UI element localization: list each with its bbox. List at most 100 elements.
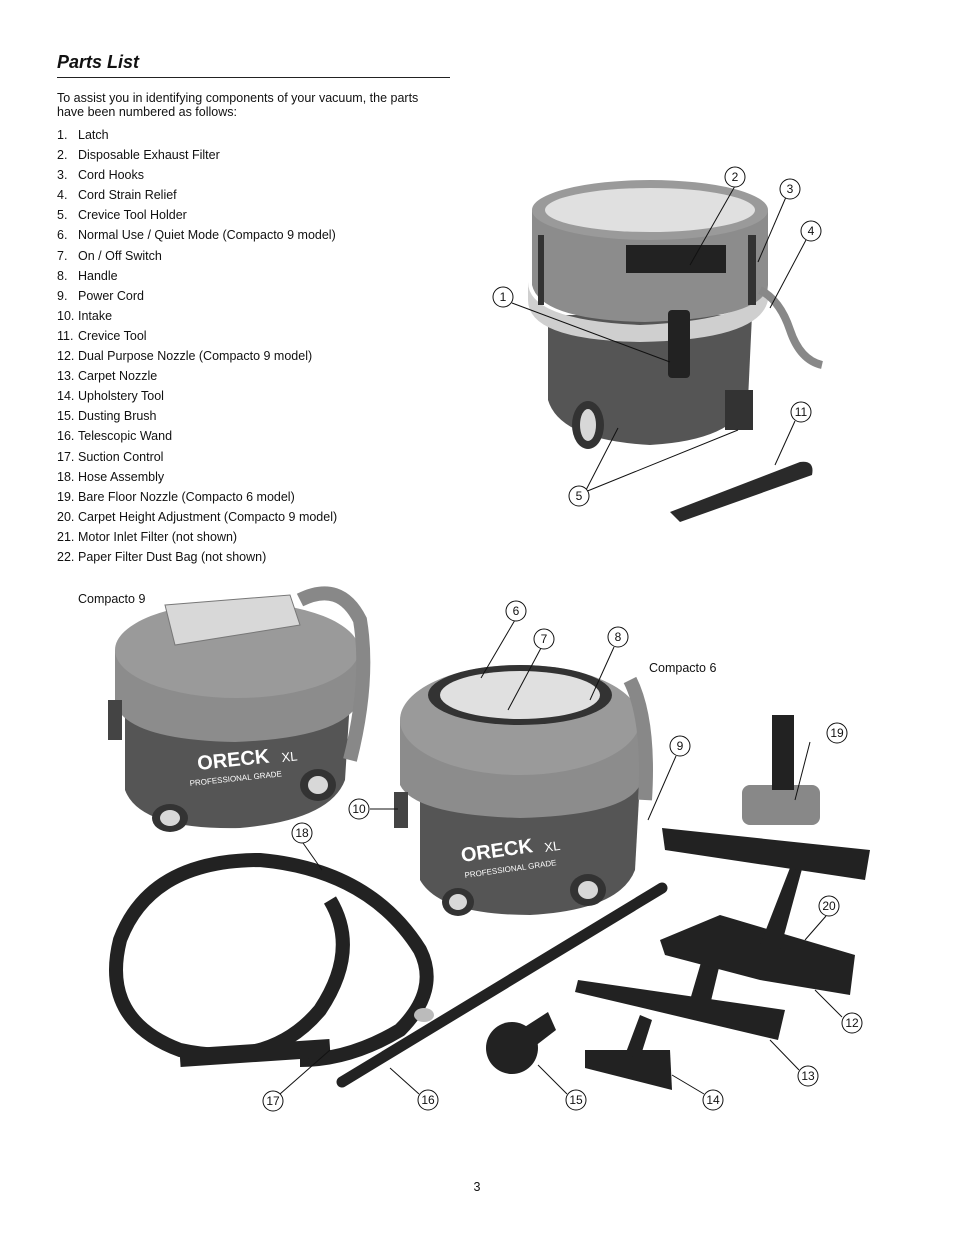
compacto9-vacuum: ORECK XL PROFESSIONAL GRADE xyxy=(108,586,371,832)
callout-16: 16 xyxy=(417,1089,439,1111)
list-item: 3. Cord Hooks xyxy=(57,167,337,187)
list-item: 12.Dual Purpose Nozzle (Compacto 9 model… xyxy=(57,348,337,368)
callout-7: 7 xyxy=(533,628,555,650)
svg-text:16: 16 xyxy=(421,1093,435,1107)
wand-clip-shape xyxy=(414,1008,434,1022)
bare-floor-nozzle-shape xyxy=(662,828,870,880)
item-number: 10. xyxy=(57,308,75,323)
item-number: 21. xyxy=(57,529,75,544)
svg-text:7: 7 xyxy=(541,632,548,646)
list-item: 7.On / Off Switch xyxy=(57,248,337,268)
compacto6-label: Compacto 6 xyxy=(649,661,717,675)
callout-6: 6 xyxy=(505,600,527,622)
wand-shape xyxy=(336,882,668,1088)
item-label: Latch xyxy=(78,128,109,142)
item-label: Hose Assembly xyxy=(78,469,165,484)
svg-text:5: 5 xyxy=(576,489,583,503)
item-number: 6. xyxy=(57,228,68,243)
item-label: Carpet Height Adjustment (Compacto 9 mod… xyxy=(78,509,338,524)
svg-text:6: 6 xyxy=(513,604,520,618)
title-rule xyxy=(57,77,450,78)
item-label: Upholstery Tool xyxy=(78,389,164,404)
item-label: Cord Strain Relief xyxy=(78,188,177,203)
item-number: 16. xyxy=(57,429,75,444)
svg-text:13: 13 xyxy=(801,1069,815,1083)
list-item: 1. Latch xyxy=(57,127,337,147)
item-label: Dusting Brush xyxy=(78,409,157,424)
callout-17: 17 xyxy=(262,1090,284,1112)
svg-text:1: 1 xyxy=(500,290,507,304)
svg-text:14: 14 xyxy=(706,1093,720,1107)
item-number: 14. xyxy=(57,389,75,404)
svg-text:18: 18 xyxy=(295,826,309,840)
item-number: 7. xyxy=(57,248,68,263)
vacuum-rear-view xyxy=(528,180,824,449)
item-number: 18. xyxy=(57,469,75,484)
list-item: 11.Crevice Tool xyxy=(57,328,337,348)
svg-text:8: 8 xyxy=(615,630,622,644)
list-item: 10.Intake xyxy=(57,308,337,328)
item-label: Cord Hooks xyxy=(78,168,144,183)
svg-text:17: 17 xyxy=(266,1094,280,1108)
model-text: XL xyxy=(543,838,561,855)
item-number: 4. xyxy=(57,188,68,203)
item-number: 1. xyxy=(57,128,68,142)
item-label: Paper Filter Dust Bag (not shown) xyxy=(78,549,267,564)
item-label: Normal Use / Quiet Mode (Compacto 9 mode… xyxy=(78,228,336,243)
svg-text:3: 3 xyxy=(787,182,794,196)
list-item: 16.Telescopic Wand xyxy=(57,428,337,448)
callout-3: 3 xyxy=(779,178,801,200)
list-item: 17.Suction Control xyxy=(57,449,337,469)
callout-15: 15 xyxy=(565,1089,587,1111)
list-item: 6. Normal Use / Quiet Mode (Compacto 9 mo… xyxy=(57,227,337,247)
svg-text:9: 9 xyxy=(677,739,684,753)
item-label: Motor Inlet Filter (not shown) xyxy=(78,529,238,544)
item-number: 3. xyxy=(57,168,68,183)
callout-5: 5 xyxy=(568,485,590,507)
svg-text:20: 20 xyxy=(822,899,836,913)
item-label: Crevice Tool xyxy=(78,328,147,343)
svg-text:2: 2 xyxy=(732,170,739,184)
svg-text:12: 12 xyxy=(845,1016,859,1030)
svg-text:19: 19 xyxy=(830,726,844,740)
callout-13: 13 xyxy=(797,1065,819,1087)
callout-18: 18 xyxy=(291,822,313,844)
item-label: Dual Purpose Nozzle (Compacto 9 model) xyxy=(78,349,313,364)
callout-20: 20 xyxy=(818,895,840,917)
parts-list: 1.Latch 2.Disposable Exhaust Filter 3.Co… xyxy=(57,127,337,569)
callout-2: 2 xyxy=(724,166,746,188)
intro-text: To assist you in identifying components … xyxy=(57,91,419,119)
page-title: Parts List xyxy=(57,52,140,72)
carpet-nozzle-shape xyxy=(575,980,785,1040)
crevice-tool-shape xyxy=(670,461,813,522)
item-number: 13. xyxy=(57,369,75,384)
item-number: 17. xyxy=(57,449,75,464)
item-label: Bare Floor Nozzle (Compacto 6 model) xyxy=(78,489,295,504)
item-number: 20. xyxy=(57,509,75,524)
model-text: XL xyxy=(281,748,298,765)
item-label: Power Cord xyxy=(78,288,144,303)
item-number: 22. xyxy=(57,549,75,564)
item-label: Disposable Exhaust Filter xyxy=(78,148,220,163)
svg-text:4: 4 xyxy=(808,224,815,238)
svg-text:11: 11 xyxy=(795,405,808,419)
list-item: 14.Upholstery Tool xyxy=(57,388,337,408)
callout-4: 4 xyxy=(800,220,822,242)
hose-handle-shape xyxy=(179,1039,331,1067)
dual-purpose-nozzle-shape xyxy=(660,915,855,995)
item-number: 19. xyxy=(57,489,75,504)
list-item: 21.Motor Inlet Filter (not shown) xyxy=(57,529,337,549)
item-label: Suction Control xyxy=(78,449,164,464)
svg-text:10: 10 xyxy=(352,802,366,816)
list-item: 18.Hose Assembly xyxy=(57,469,337,489)
item-label: Carpet Nozzle xyxy=(78,369,158,384)
page-number: 3 xyxy=(473,1180,481,1194)
hose-shape xyxy=(109,852,434,1067)
list-item: 22.Paper Filter Dust Bag (not shown) xyxy=(57,549,337,569)
callout-14: 14 xyxy=(702,1089,724,1111)
compacto9-label: Compacto 9 xyxy=(78,592,146,606)
item-label: Intake xyxy=(78,308,113,323)
callout-11: 11 xyxy=(790,401,812,423)
item-number: 9. xyxy=(57,288,68,303)
